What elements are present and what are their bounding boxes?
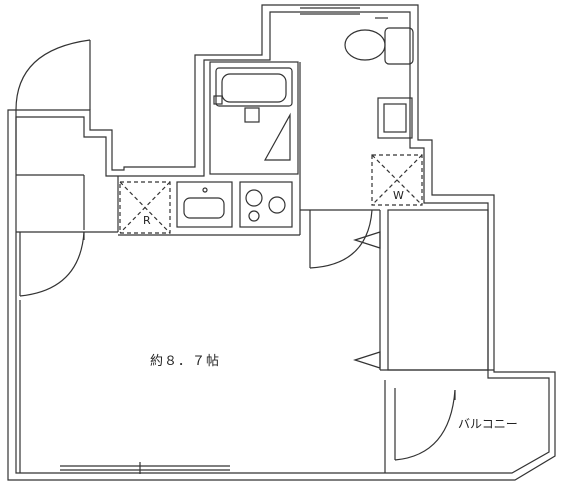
- washer-label: W: [393, 189, 404, 202]
- room-size-label: 約８．７帖: [150, 354, 221, 369]
- washer-space: [371, 154, 423, 206]
- fridge-space: [119, 181, 171, 234]
- stove: [239, 181, 293, 228]
- hall-partitions: [16, 174, 119, 297]
- entrance-door: [15, 39, 91, 170]
- fridge-label: R: [143, 214, 151, 227]
- right-closet: [353, 209, 494, 371]
- toilet: [300, 7, 414, 65]
- bathroom: [209, 61, 301, 235]
- balcony-label: バルコニー: [458, 417, 518, 431]
- balcony-door: [384, 380, 456, 473]
- toilet-cabinet: [377, 97, 413, 139]
- exterior-walls: [7, 4, 556, 481]
- washroom-door: [300, 209, 380, 269]
- bottom-window: [60, 462, 230, 474]
- kitchen-sink: [176, 181, 233, 228]
